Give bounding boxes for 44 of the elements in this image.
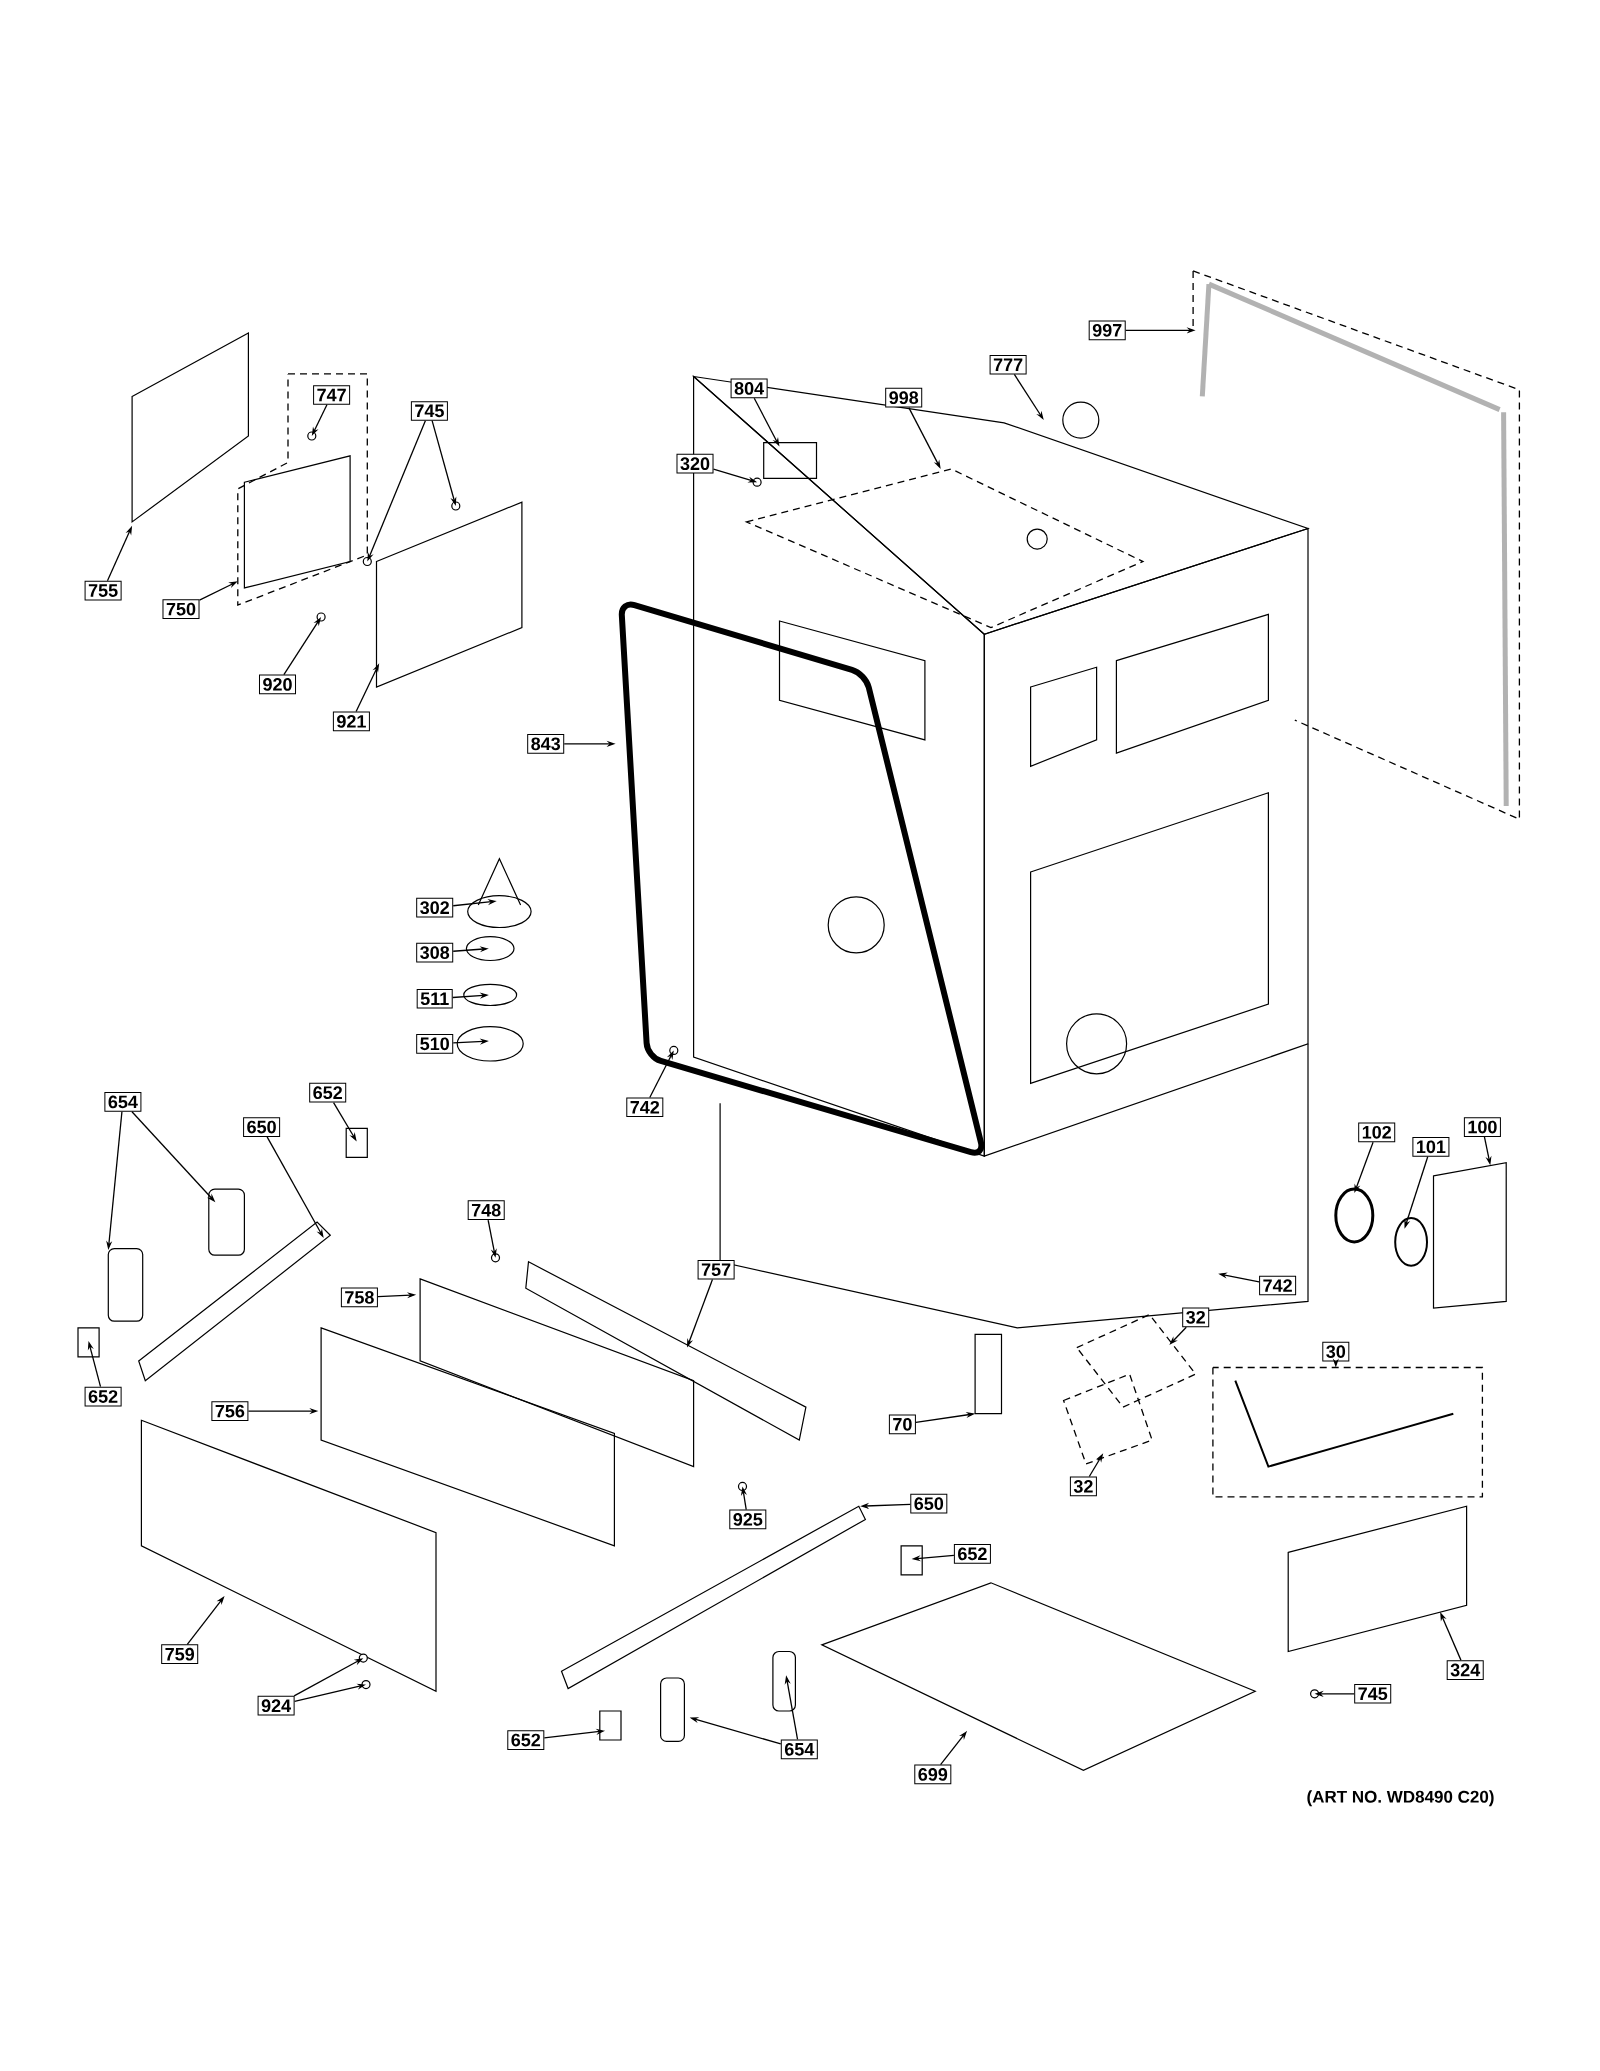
callout-number: 32 xyxy=(1069,1476,1097,1497)
callout-number: 920 xyxy=(259,674,296,695)
callout-number: 924 xyxy=(257,1695,295,1716)
callout-number: 777 xyxy=(989,355,1027,375)
callout-number: 921 xyxy=(332,711,370,732)
callout-number: 652 xyxy=(507,1730,545,1750)
callout-number: 750 xyxy=(162,599,200,619)
callout-number: 32 xyxy=(1182,1307,1210,1328)
callout-number: 699 xyxy=(914,1764,952,1785)
callout-number: 652 xyxy=(309,1082,347,1103)
callout-number: 742 xyxy=(626,1097,664,1117)
callout-number: 745 xyxy=(1354,1684,1392,1704)
callout-number: 804 xyxy=(730,378,768,399)
callout-number: 510 xyxy=(416,1033,454,1054)
callout-number: 758 xyxy=(340,1287,378,1308)
callout-number: 997 xyxy=(1088,320,1126,341)
callout-number: 745 xyxy=(410,401,448,421)
callout-number: 100 xyxy=(1463,1117,1501,1137)
callout-number: 302 xyxy=(416,897,454,918)
callout-number: 308 xyxy=(416,942,454,963)
callout-number: 324 xyxy=(1446,1660,1484,1680)
callout-number: 757 xyxy=(697,1259,735,1280)
callout-number: 747 xyxy=(313,385,351,405)
art-number: (ART NO. WD8490 C20) xyxy=(1307,1790,1494,1807)
callout-number: 998 xyxy=(885,387,923,408)
callout-number: 320 xyxy=(676,453,714,474)
callout-number: 843 xyxy=(527,733,565,754)
callout-number: 742 xyxy=(1259,1275,1297,1296)
callout-number: 101 xyxy=(1412,1136,1450,1157)
callout-number: 756 xyxy=(211,1401,249,1421)
callout-number: 755 xyxy=(84,580,122,601)
callout-number: 102 xyxy=(1358,1122,1396,1143)
callout-number: 650 xyxy=(910,1493,948,1514)
callout-number: 30 xyxy=(1322,1341,1350,1362)
callout-number: 759 xyxy=(161,1644,199,1665)
callout-number: 654 xyxy=(104,1092,142,1112)
callout-number: 652 xyxy=(953,1543,991,1564)
callout-number: 654 xyxy=(780,1739,818,1760)
callout-number: 652 xyxy=(84,1386,122,1407)
callout-number: 511 xyxy=(416,989,453,1009)
callout-number: 925 xyxy=(729,1509,767,1530)
callout-number: 70 xyxy=(888,1414,916,1435)
callout-number: 748 xyxy=(467,1200,505,1221)
callout-number: 650 xyxy=(243,1117,281,1137)
